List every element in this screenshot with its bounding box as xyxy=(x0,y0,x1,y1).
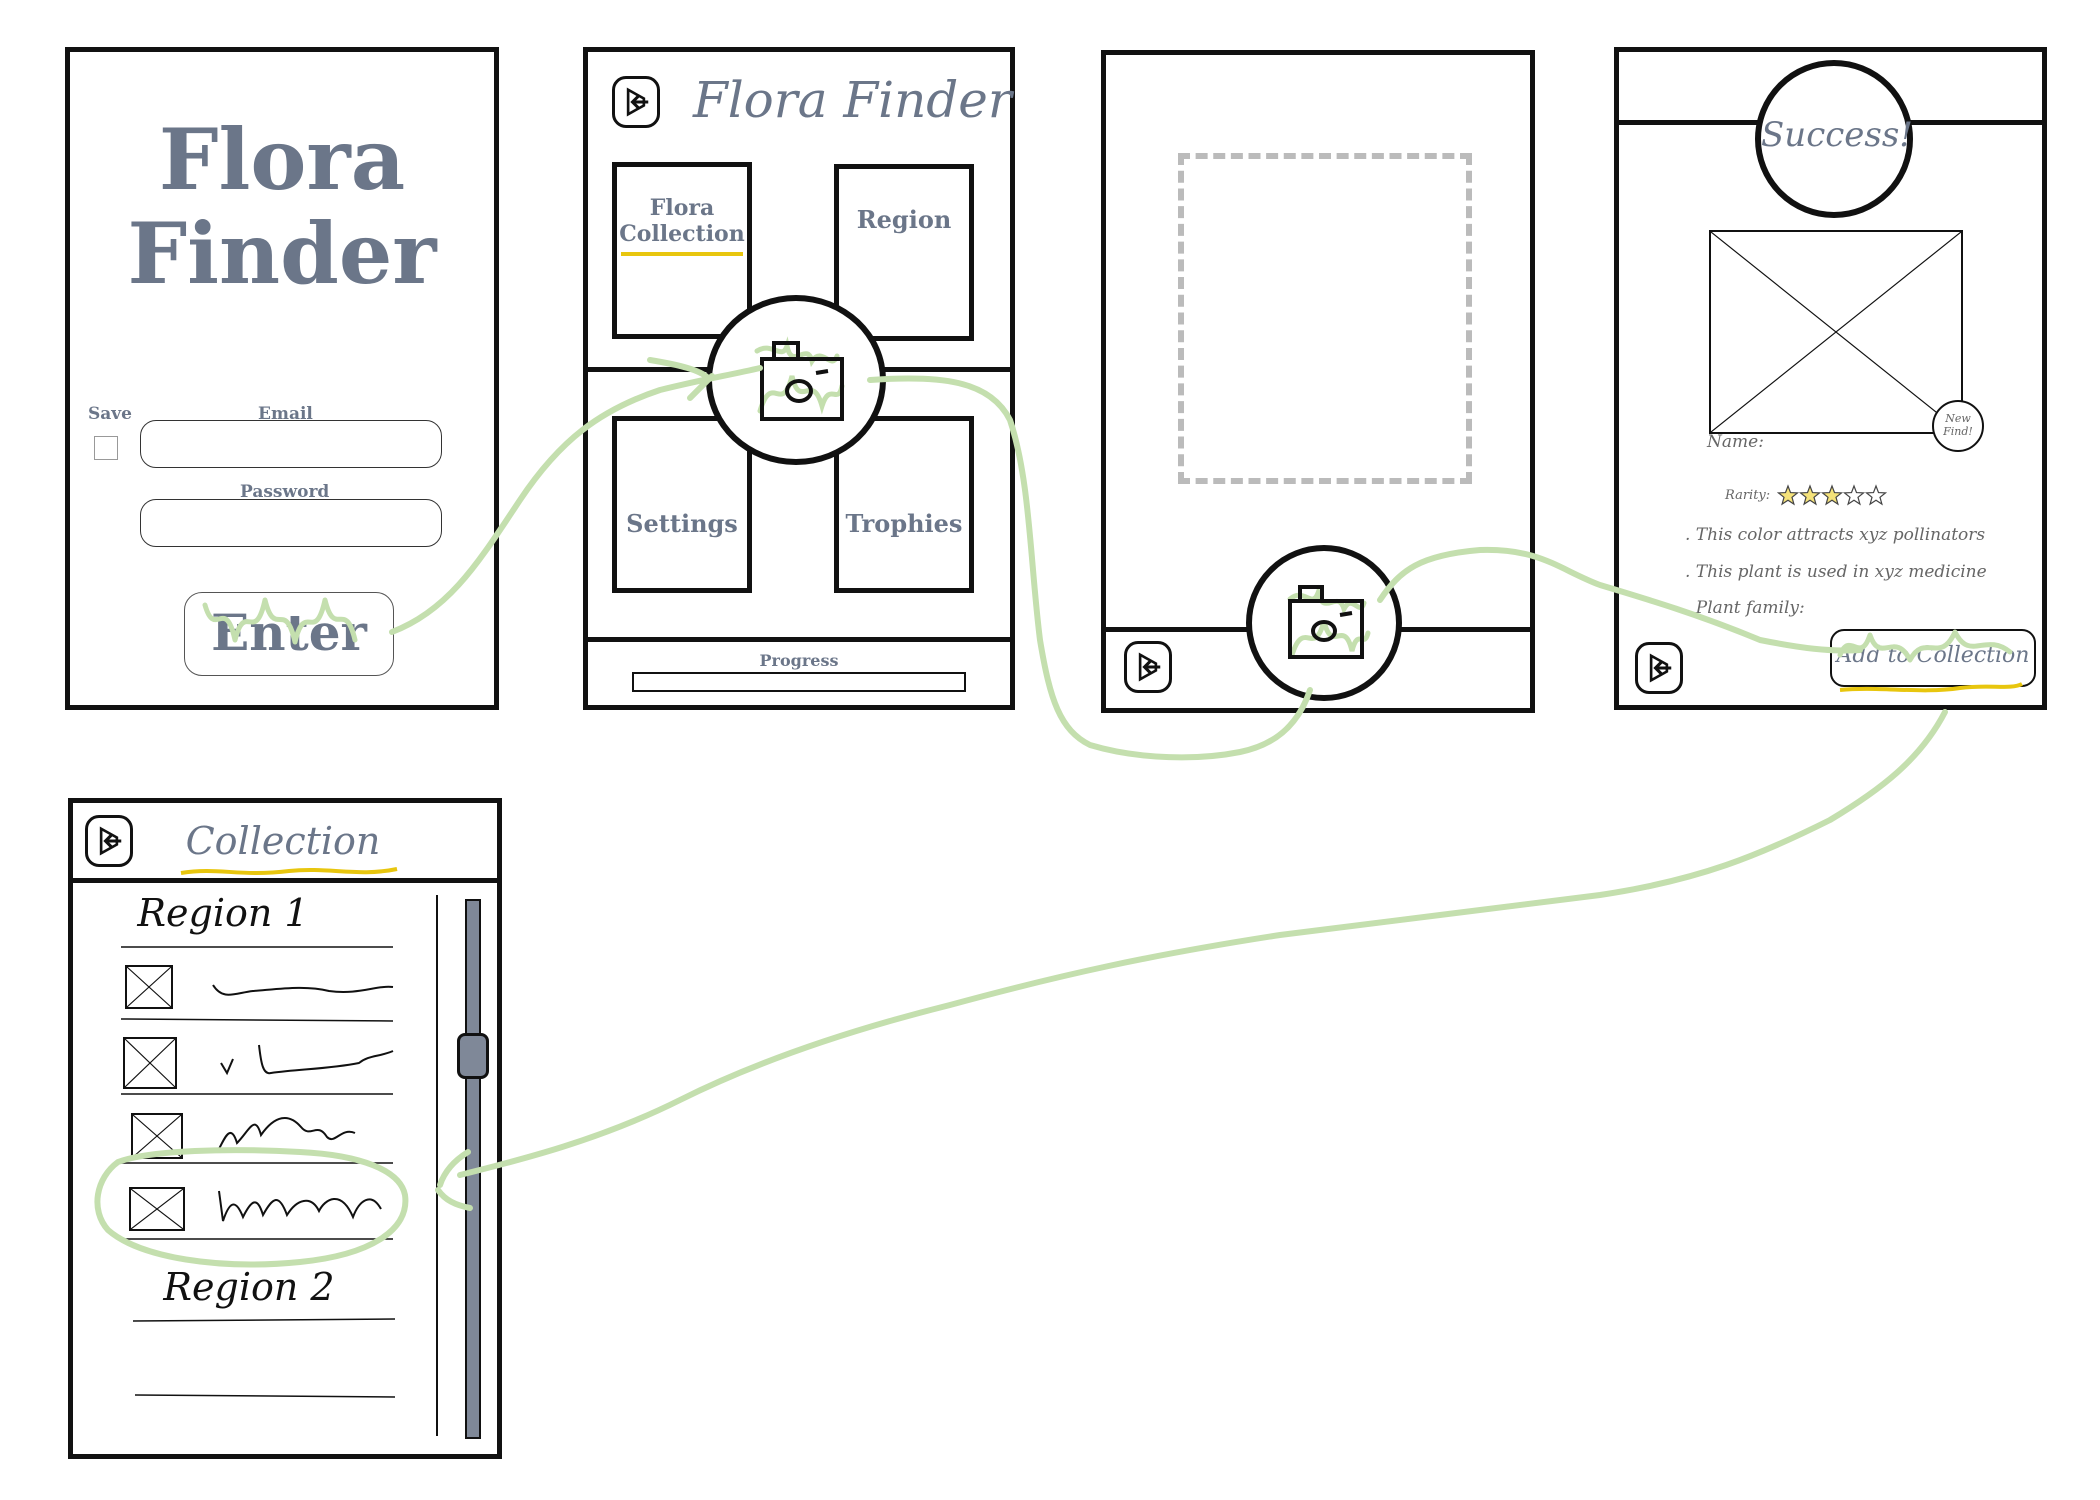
plant-thumbnail xyxy=(125,965,173,1009)
back-button[interactable] xyxy=(612,76,660,128)
fact-1: . This color attracts xyz pollinators xyxy=(1685,525,1986,545)
item-scribble xyxy=(218,1117,356,1150)
email-label: Email xyxy=(258,404,313,424)
plant-thumbnail xyxy=(131,1113,183,1159)
collection-underline xyxy=(621,252,743,256)
login-screen: Flora Finder Save Email Password Enter xyxy=(65,47,499,710)
fact-3: . Plant family: xyxy=(1685,598,1805,618)
app-title-line2: Finder xyxy=(127,204,437,303)
plant-thumbnail xyxy=(123,1037,177,1089)
home-screen: Flora Finder Flora Collection Region Set… xyxy=(583,47,1015,710)
camera-icon xyxy=(754,336,845,421)
item-scribble xyxy=(218,1190,382,1222)
add-to-collection-label: Add to Collection xyxy=(1836,643,2030,668)
item-scribble xyxy=(220,1044,394,1076)
success-badge: Success! xyxy=(1755,60,1913,218)
back-button[interactable] xyxy=(85,815,133,867)
tile-flora-collection[interactable]: Flora Collection xyxy=(612,162,752,339)
list-item-selected[interactable] xyxy=(129,1179,395,1243)
image-placeholder-icon xyxy=(133,1115,181,1157)
exit-arrow-icon xyxy=(1649,653,1672,683)
name-label: Name: xyxy=(1707,432,1764,452)
star-icon xyxy=(1776,484,1800,506)
star-icon xyxy=(1842,484,1866,506)
collection-header-divider xyxy=(73,878,497,883)
tile-collection-line1: Flora xyxy=(649,195,715,221)
camera-screen xyxy=(1101,50,1535,713)
region-1-heading[interactable]: Region 1 xyxy=(137,891,309,935)
badge-line2: Find! xyxy=(1943,425,1973,438)
viewfinder-frame xyxy=(1178,153,1472,484)
image-placeholder-icon xyxy=(127,967,171,1007)
camera-button[interactable] xyxy=(706,295,886,465)
tile-region-label: Region xyxy=(856,205,952,234)
new-find-badge: New Find! xyxy=(1932,400,1984,452)
rarity-stars xyxy=(1776,484,1897,508)
star-icon xyxy=(1798,484,1822,506)
enter-button-label: Enter xyxy=(211,603,367,662)
plant-photo xyxy=(1709,230,1963,434)
exit-arrow-icon xyxy=(1138,652,1161,682)
page-title: Flora Finder xyxy=(693,71,1012,129)
shutter-button[interactable] xyxy=(1246,545,1402,701)
list-item[interactable] xyxy=(123,1033,395,1099)
back-button[interactable] xyxy=(1124,641,1172,693)
enter-button[interactable]: Enter xyxy=(184,592,394,676)
rarity-star-row xyxy=(1776,484,1888,506)
star-icon xyxy=(1820,484,1844,506)
save-checkbox[interactable] xyxy=(94,436,118,460)
progress-label: Progress xyxy=(759,651,839,670)
image-placeholder-icon xyxy=(125,1039,175,1087)
region-2-heading[interactable]: Region 2 xyxy=(163,1265,335,1309)
progress-bar xyxy=(632,672,966,692)
camera-icon xyxy=(1287,584,1371,659)
item-scribble xyxy=(212,984,394,996)
scrollbar-thumb[interactable] xyxy=(457,1033,489,1079)
progress-divider xyxy=(588,637,1010,642)
success-title: Success! xyxy=(1761,115,1913,155)
page-title: Collection xyxy=(185,819,381,863)
scrollbar-track[interactable] xyxy=(465,899,481,1439)
save-label: Save xyxy=(88,404,132,424)
tile-region[interactable]: Region xyxy=(834,164,974,341)
image-placeholder-icon xyxy=(131,1189,183,1229)
fact-2: . This plant is used in xyz medicine xyxy=(1685,562,1987,582)
plant-thumbnail xyxy=(129,1187,185,1231)
image-placeholder-icon xyxy=(1711,232,1961,432)
add-to-collection-button[interactable]: Add to Collection xyxy=(1830,629,2036,687)
list-item[interactable] xyxy=(131,1107,395,1169)
collection-screen: Collection Region 1 xyxy=(68,798,502,1459)
exit-arrow-icon xyxy=(99,826,122,856)
password-label: Password xyxy=(240,482,330,502)
email-field[interactable] xyxy=(140,420,442,468)
password-field[interactable] xyxy=(140,499,442,547)
back-button[interactable] xyxy=(1635,642,1683,694)
tile-trophies-label: Trophies xyxy=(845,509,963,538)
rarity-label: Rarity: xyxy=(1725,488,1771,503)
tile-settings-label: Settings xyxy=(626,509,738,538)
tile-collection-line2: Collection xyxy=(619,221,745,247)
star-icon xyxy=(1864,484,1888,506)
exit-arrow-icon xyxy=(626,87,649,117)
app-title-line1: Flora xyxy=(158,110,406,209)
list-item[interactable] xyxy=(123,961,395,1023)
title-underline xyxy=(180,867,398,875)
badge-line1: New xyxy=(1945,412,1971,425)
success-screen: Success! New Find! Name: Rarity: . This … xyxy=(1614,47,2047,710)
